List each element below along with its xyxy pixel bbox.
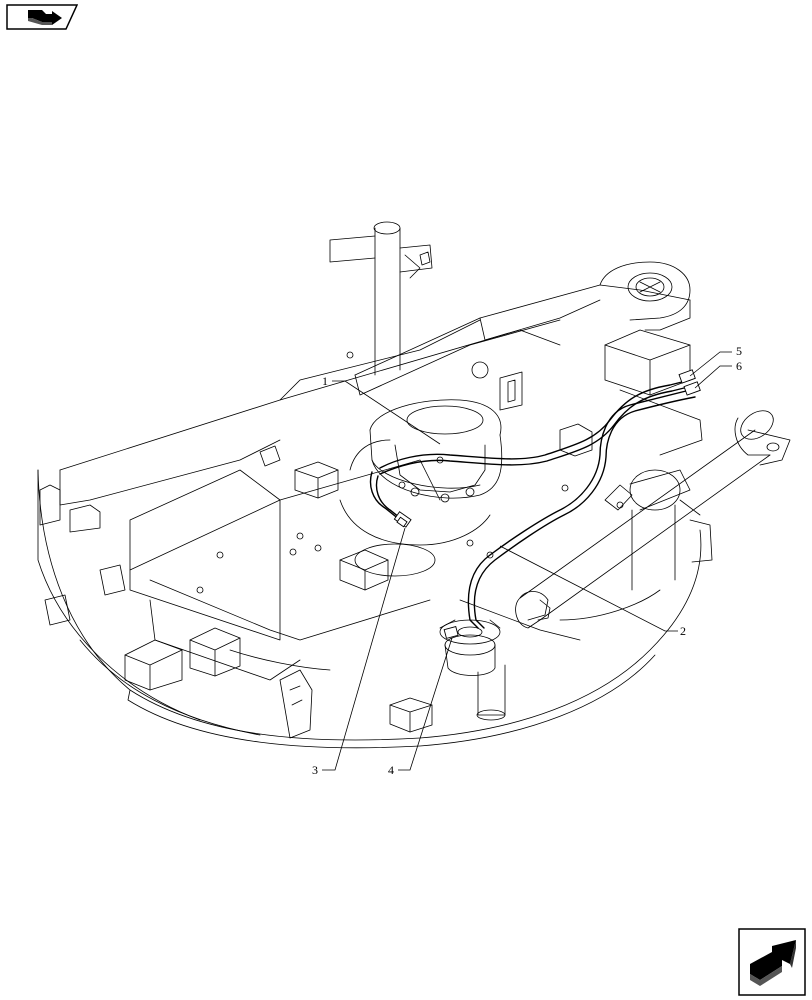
next-page-arrow-icon[interactable]: [738, 928, 806, 996]
callout-3: 3: [312, 763, 318, 777]
hose-fitting-4: [443, 626, 459, 639]
leader-line-5: [689, 351, 732, 377]
callout-6: 6: [736, 359, 742, 373]
leader-line-6: [694, 365, 732, 389]
prev-page-arrow-icon[interactable]: [6, 4, 78, 30]
turntable-outline: [37, 469, 702, 741]
hose-fitting-5: [678, 369, 701, 396]
vertical-post: [374, 227, 401, 376]
hydraulic-hose-2: [467, 389, 696, 629]
leader-line-2: [499, 545, 678, 632]
callout-1: 1: [322, 374, 328, 388]
prev-page-badge[interactable]: [6, 4, 78, 30]
leader-line-4: [398, 637, 453, 771]
block-rear-small: [389, 697, 433, 733]
swivel-joint: [339, 399, 503, 577]
hydraulic-hose-3: [369, 471, 405, 522]
block-rear-left: [124, 639, 183, 691]
next-page-badge[interactable]: [738, 928, 806, 996]
callout-2: 2: [680, 624, 686, 638]
hydraulic-hose-1: [379, 379, 693, 475]
bushing-cylinder: [439, 619, 506, 721]
block-rear-mid: [189, 627, 241, 677]
callout-5: 5: [736, 344, 742, 358]
callout-4: 4: [388, 763, 394, 777]
hydraulic-cylinder: [515, 410, 791, 629]
leader-line-3: [322, 527, 406, 771]
leader-line-1: [332, 380, 441, 445]
hose-fitting-3: [393, 511, 412, 528]
boom-mount: [599, 261, 691, 321]
